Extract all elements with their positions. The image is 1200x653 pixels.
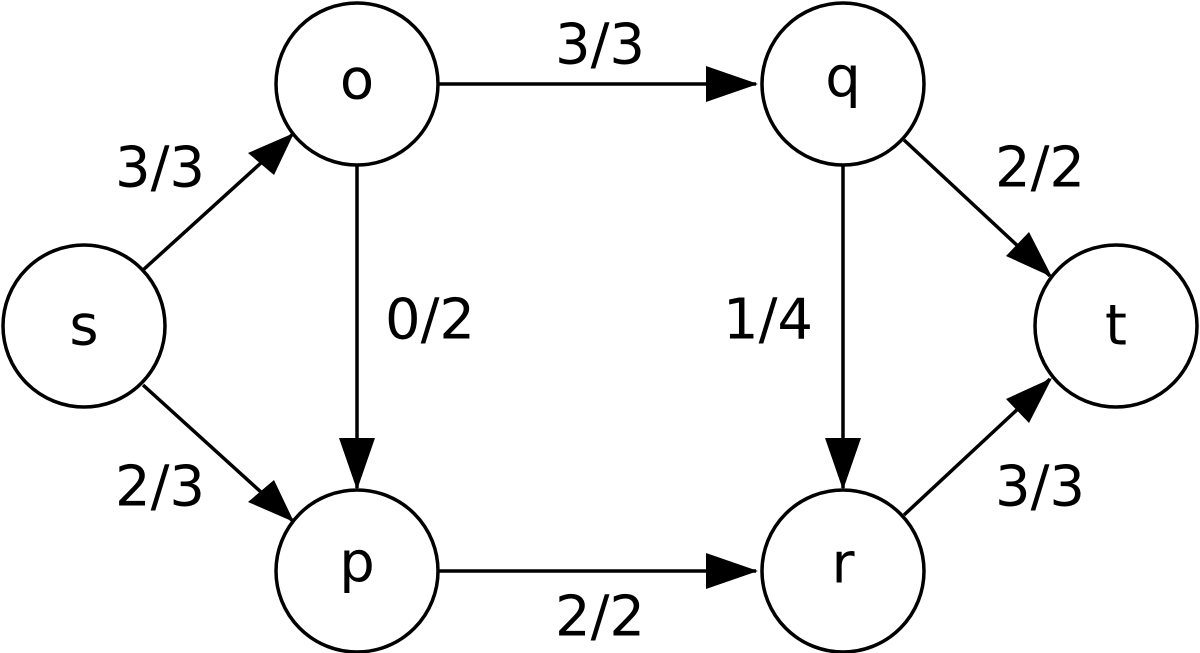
edge-label-r-t: 3/3 <box>995 455 1085 520</box>
edges-group <box>141 82 1052 573</box>
node-s[interactable]: s <box>1 243 167 409</box>
edge-label-o-q: 3/3 <box>555 13 645 78</box>
node-label-q: q <box>825 46 861 111</box>
edge-label-p-r: 2/2 <box>555 585 645 650</box>
arrowhead-q-t <box>1006 232 1052 277</box>
edge-label-s-o: 3/3 <box>115 136 205 201</box>
arrowhead-o-p <box>339 438 375 490</box>
node-label-p: p <box>339 531 375 596</box>
node-o[interactable]: o <box>274 1 440 167</box>
node-label-t: t <box>1105 294 1127 359</box>
arrowhead-q-r <box>825 438 861 490</box>
node-label-s: s <box>69 294 98 359</box>
edge-labels-group: 3/3 2/3 3/3 0/2 2/2 1/4 2/2 3/3 <box>115 13 1085 650</box>
node-q[interactable]: q <box>760 1 926 167</box>
edge-label-s-p: 2/3 <box>115 455 205 520</box>
edge-label-q-r: 1/4 <box>723 288 813 353</box>
edge-label-o-p: 0/2 <box>385 288 475 353</box>
node-p[interactable]: p <box>274 488 440 653</box>
arrowhead-p-r <box>706 553 758 589</box>
node-label-r: r <box>831 532 855 597</box>
node-t[interactable]: t <box>1033 243 1199 409</box>
node-r[interactable]: r <box>760 488 926 653</box>
arrowheads-group <box>248 66 1052 589</box>
node-label-o: o <box>340 48 374 113</box>
arrowhead-r-t <box>1006 378 1052 423</box>
arrowhead-s-p <box>248 480 294 522</box>
arrowhead-s-o <box>248 133 294 175</box>
arrowhead-o-q <box>706 66 758 102</box>
edge-label-q-t: 2/2 <box>995 136 1085 201</box>
